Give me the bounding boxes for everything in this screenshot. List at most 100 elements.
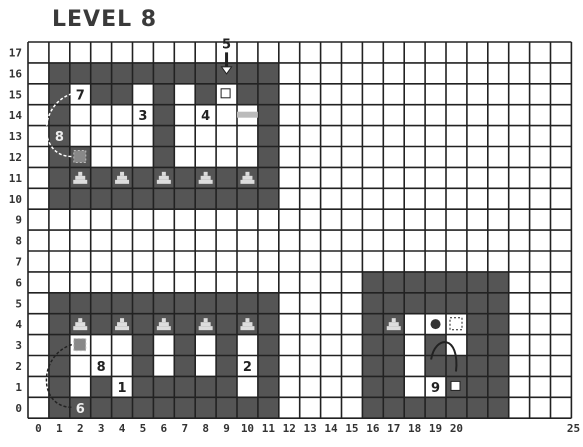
floor-cell — [509, 126, 530, 147]
floor-cell — [404, 42, 425, 63]
floor-cell — [153, 209, 174, 230]
floor-cell — [70, 42, 91, 63]
wall-cell — [425, 272, 446, 293]
y-axis-label: 8 — [15, 235, 22, 248]
pillar-mid-icon — [242, 176, 252, 180]
wall-cell — [467, 272, 488, 293]
pillar-mid-icon — [242, 322, 252, 326]
marker-label: 6 — [76, 402, 85, 417]
floor-cell — [404, 147, 425, 168]
floor-cell — [383, 251, 404, 272]
wall-cell — [195, 63, 216, 84]
y-axis-label: 4 — [15, 318, 22, 331]
y-axis-label: 15 — [9, 88, 22, 101]
key-block-icon — [451, 381, 460, 390]
floor-cell — [49, 251, 70, 272]
floor-cell — [530, 42, 551, 63]
wall-cell — [258, 126, 279, 147]
wall-cell — [425, 335, 446, 356]
y-axis-label: 12 — [9, 151, 22, 164]
wall-cell — [467, 335, 488, 356]
wall-cell — [488, 376, 509, 397]
floor-cell — [551, 335, 572, 356]
floor-cell — [153, 230, 174, 251]
floor-cell — [28, 314, 49, 335]
x-axis-label: 0 — [35, 422, 42, 435]
x-axis-label: 2 — [77, 422, 84, 435]
floor-cell — [279, 147, 300, 168]
floor-cell — [425, 230, 446, 251]
wall-cell — [91, 188, 112, 209]
floor-cell — [133, 272, 154, 293]
floor-cell — [195, 147, 216, 168]
floor-cell — [446, 251, 467, 272]
floor-cell — [342, 63, 363, 84]
floor-cell — [509, 63, 530, 84]
floor-cell — [383, 230, 404, 251]
floor-cell — [174, 209, 195, 230]
floor-cell — [342, 84, 363, 105]
floor-cell — [383, 188, 404, 209]
floor-cell — [279, 272, 300, 293]
floor-cell — [237, 230, 258, 251]
floor-cell — [258, 251, 279, 272]
floor-cell — [174, 230, 195, 251]
wall-cell — [237, 293, 258, 314]
marker-label: 9 — [431, 381, 440, 396]
wall-cell — [153, 376, 174, 397]
floor-cell — [321, 314, 342, 335]
floor-cell — [530, 356, 551, 377]
floor-cell — [300, 335, 321, 356]
floor-cell — [530, 105, 551, 126]
y-axis-labels: 01234567891011121314151617 — [9, 46, 23, 414]
floor-cell — [342, 209, 363, 230]
floor-cell — [91, 209, 112, 230]
pillar-top-icon — [204, 172, 208, 176]
floor-cell — [467, 251, 488, 272]
wall-cell — [195, 84, 216, 105]
floor-cell — [237, 251, 258, 272]
dotted-block-icon — [74, 339, 86, 351]
pillar-top-icon — [78, 172, 82, 176]
wall-cell — [195, 293, 216, 314]
wall-cell — [488, 314, 509, 335]
floor-cell — [28, 188, 49, 209]
floor-cell — [321, 84, 342, 105]
floor-cell — [488, 251, 509, 272]
wall-cell — [258, 356, 279, 377]
floor-cell — [216, 230, 237, 251]
wall-cell — [133, 293, 154, 314]
floor-cell — [174, 251, 195, 272]
pillar-mid-icon — [389, 322, 399, 326]
floor-cell — [91, 147, 112, 168]
marker-label: 3 — [138, 109, 147, 124]
floor-cell — [488, 63, 509, 84]
floor-cell — [488, 147, 509, 168]
floor-cell — [237, 376, 258, 397]
pillar-mid-icon — [117, 176, 127, 180]
floor-cell — [70, 230, 91, 251]
floor-cell — [551, 105, 572, 126]
bridge-icon — [237, 112, 258, 118]
floor-cell — [530, 397, 551, 418]
floor-cell — [530, 335, 551, 356]
wall-cell — [404, 272, 425, 293]
floor-cell — [362, 42, 383, 63]
y-axis-label: 16 — [9, 67, 23, 80]
floor-cell — [342, 105, 363, 126]
floor-cell — [321, 251, 342, 272]
floor-cell — [258, 230, 279, 251]
floor-cell — [362, 251, 383, 272]
floor-cell — [279, 230, 300, 251]
y-axis-label: 5 — [15, 297, 22, 310]
y-axis-label: 13 — [9, 130, 22, 143]
wall-cell — [112, 84, 133, 105]
floor-cell — [509, 356, 530, 377]
wall-cell — [91, 314, 112, 335]
x-axis-label: 3 — [98, 422, 105, 435]
floor-cell — [404, 209, 425, 230]
floor-cell — [133, 42, 154, 63]
floor-cell — [28, 293, 49, 314]
floor-cell — [342, 188, 363, 209]
